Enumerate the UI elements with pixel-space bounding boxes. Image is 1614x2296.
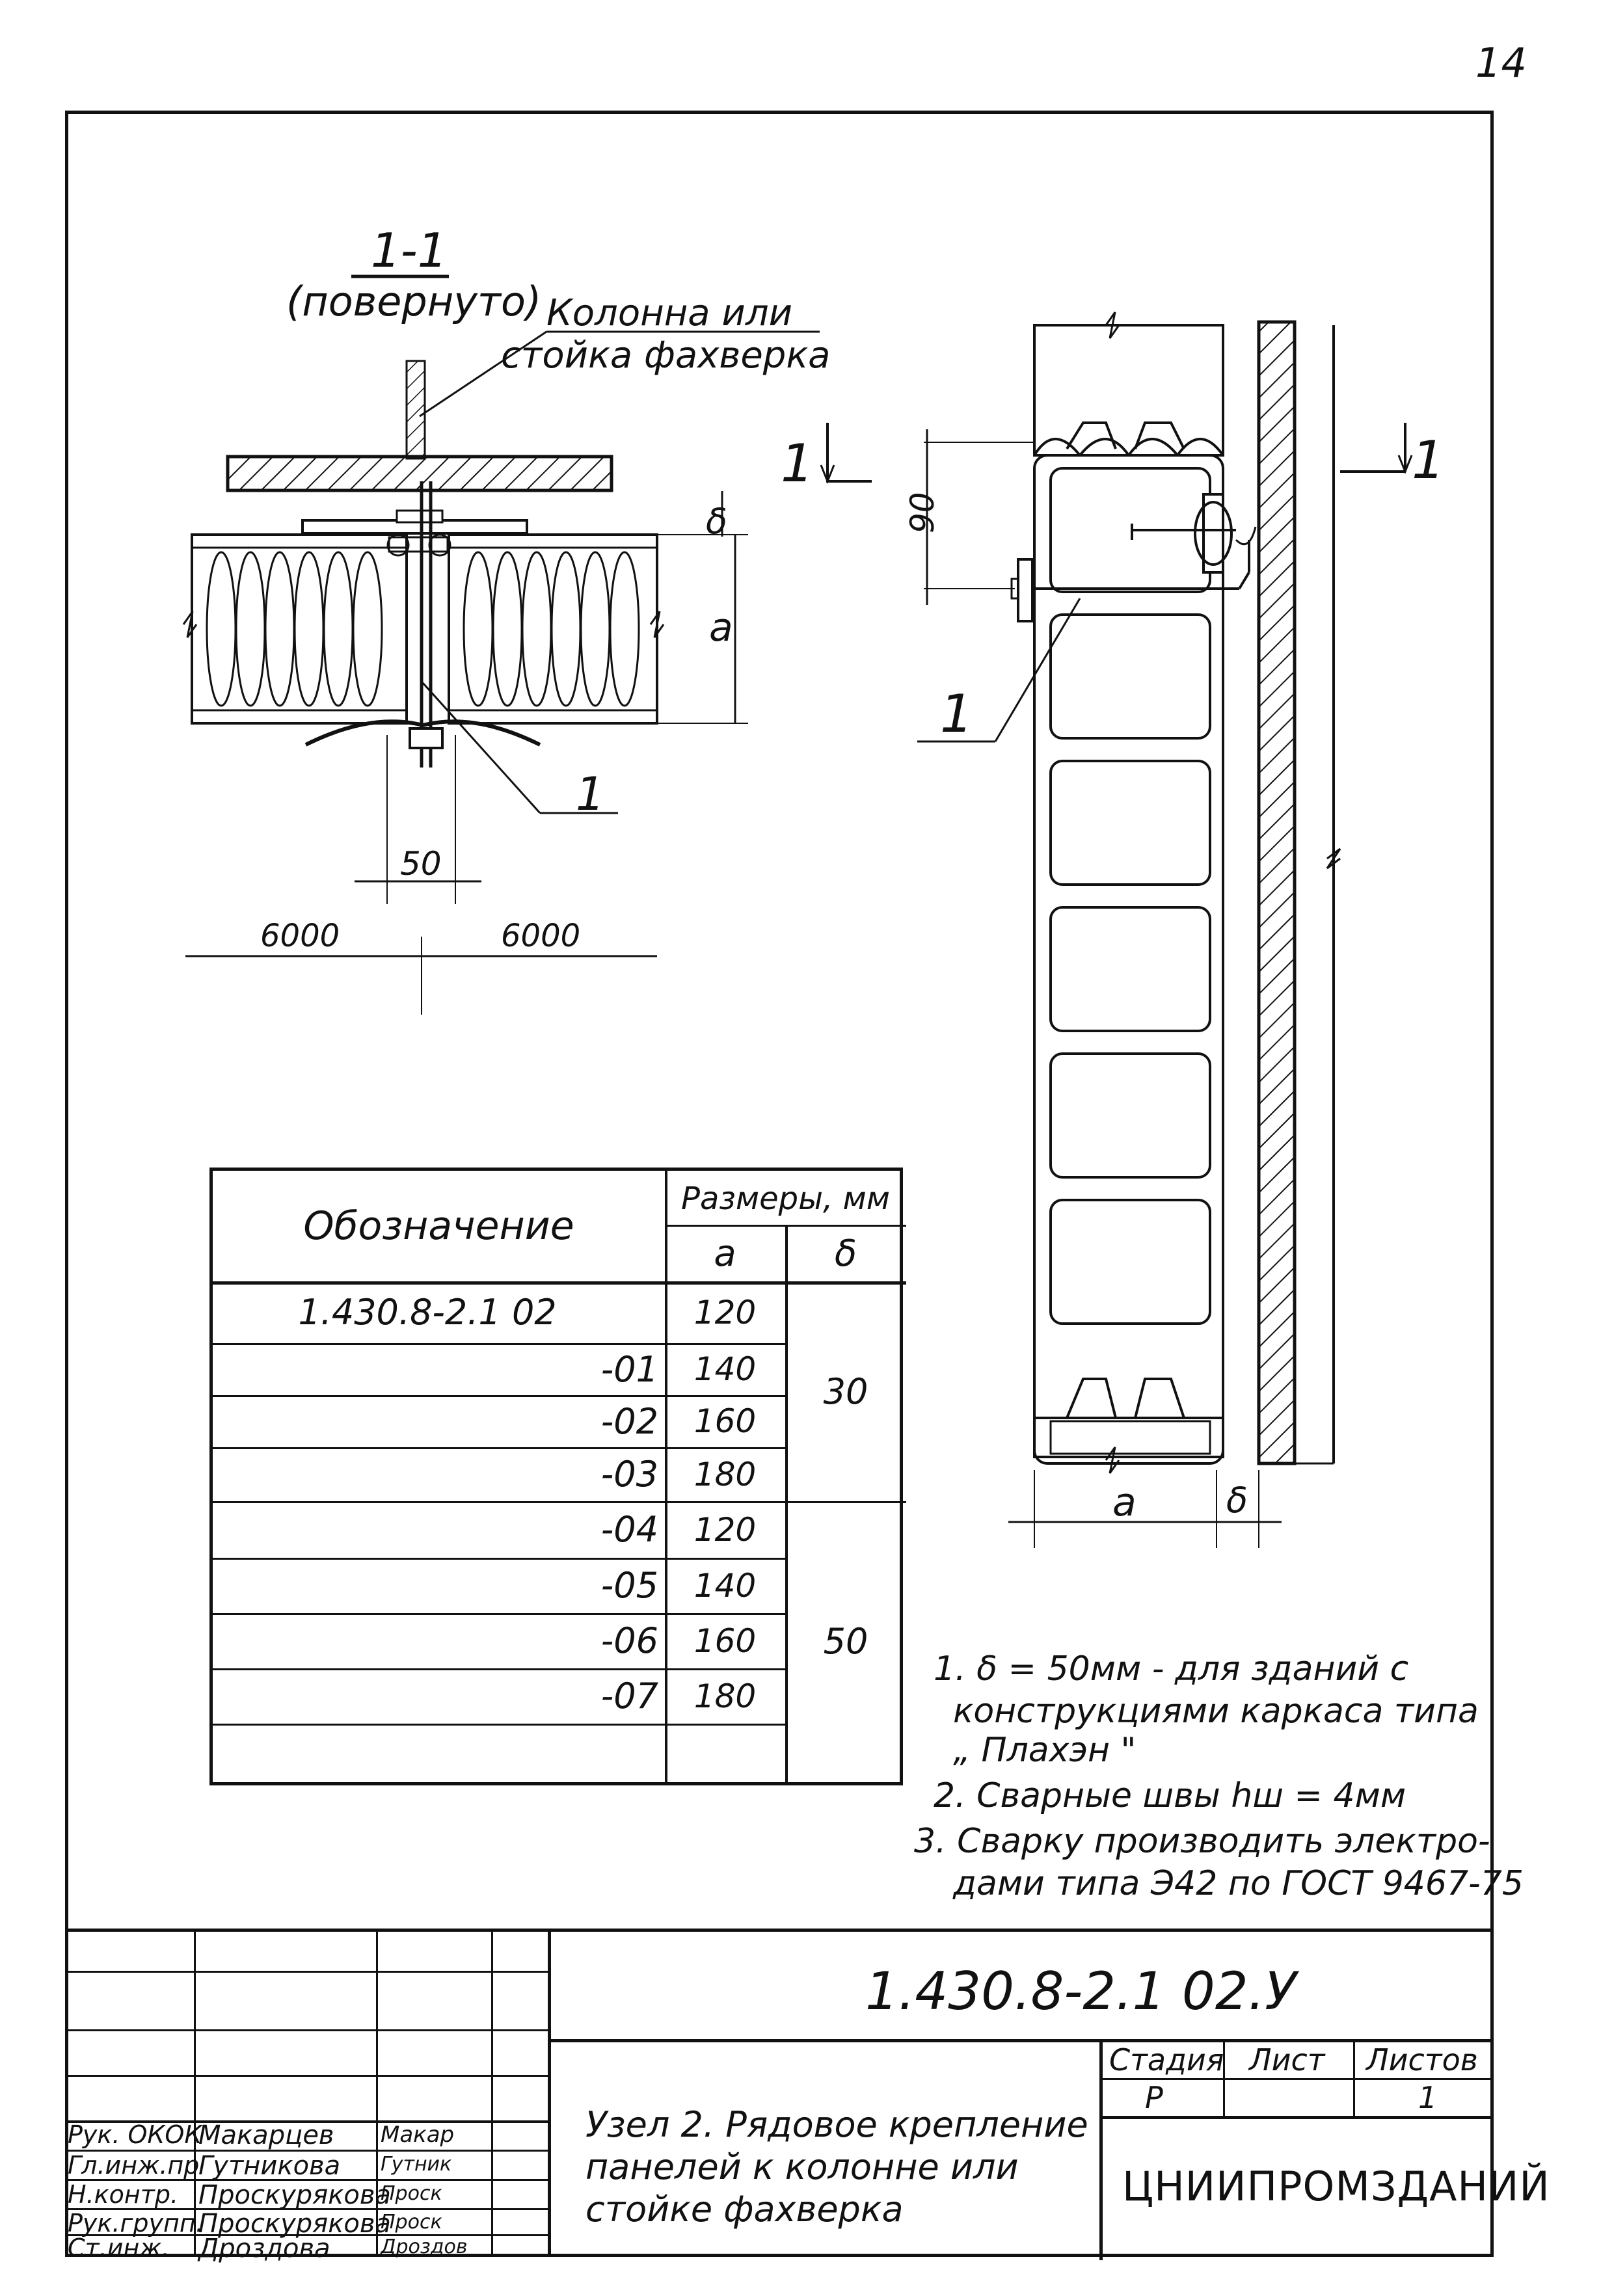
title-block: 1.430.8-2.1 02.У Узел 2. Рядовое креплен… [65, 1929, 1550, 2263]
staff-role: Гл.инж.пр [68, 2151, 200, 2180]
sheet-label: Лист [1249, 2042, 1325, 2077]
organization: ЦНИИПРОМЗДАНИЙ [1122, 2163, 1550, 2210]
sheets-label: Листов [1366, 2042, 1478, 2077]
table-col-a: a [714, 1233, 736, 1275]
column-label-2: стойка фахверка [501, 334, 831, 377]
page-number: 14 [1475, 39, 1527, 87]
table-delta-group-1: 30 [823, 1370, 868, 1412]
sheet-frame [65, 111, 1494, 2257]
staff-role: Н.контр. [68, 2180, 179, 2209]
staff-signature: Дроздов [381, 2236, 468, 2258]
section-title: 1-1 [371, 223, 448, 278]
drawing-title-1: Узел 2. Рядовое крепление [585, 2104, 1088, 2145]
cut-mark-left: 1 [781, 433, 814, 494]
table-row-a: 120 [693, 1293, 757, 1331]
staff-name: Гутникова [198, 2151, 341, 2181]
staff-role: Рук. ОКОК [68, 2120, 202, 2149]
table-row-designation: -03 [600, 1454, 658, 1495]
table-row-a: 180 [693, 1677, 757, 1715]
drawing-title-2: панелей к колонне или [585, 2146, 1019, 2187]
table-row-a: 140 [693, 1350, 757, 1388]
note-line: 3. Сварку производить электро- [914, 1822, 1490, 1861]
note-line: дами типа Э42 по ГОСТ 9467-75 [953, 1864, 1524, 1903]
dimensions-table: Обозначение Размеры, мм a δ 1.430.8-2.1 … [209, 1168, 906, 1785]
staff-name: Проскурякова [198, 2209, 391, 2239]
staff-signature: Проск [381, 2182, 442, 2205]
table-header-designation: Обозначение [303, 1203, 574, 1249]
staff-name: Макарцев [198, 2120, 334, 2150]
elevation-drawing: 90 1 1 a δ [904, 312, 1445, 1548]
table-row-a: 140 [693, 1566, 757, 1605]
column-label-1: Колонна или [546, 292, 792, 334]
stage-label: Стадия [1109, 2042, 1224, 2077]
elevation-dim-90: 90 [904, 492, 941, 533]
document-code: 1.430.8-2.1 02.У [865, 1961, 1297, 2022]
sheets-value: 1 [1418, 2080, 1438, 2115]
table-row-designation: 1.430.8-2.1 02 [298, 1292, 557, 1333]
table-row-a: 180 [693, 1455, 757, 1493]
note-line: конструкциями каркаса типа [953, 1692, 1479, 1731]
section-callout-1: 1 [576, 768, 605, 821]
table-row-designation: -06 [600, 1620, 658, 1661]
staff-signature: Проск [381, 2211, 442, 2234]
cut-mark-right: 1 [1412, 430, 1445, 490]
drawing-title-3: стойке фахверка [585, 2189, 904, 2230]
section-dim-6000-left: 6000 [260, 918, 340, 954]
staff-name: Проскурякова [198, 2180, 391, 2210]
table-row-a: 160 [693, 1402, 757, 1440]
table-row-a: 120 [693, 1510, 757, 1549]
table-row-designation: -01 [600, 1348, 658, 1390]
staff-role: Рук.групп. [68, 2209, 204, 2237]
table-header-sizes: Размеры, мм [681, 1180, 890, 1217]
elevation-dim-delta: δ [1226, 1480, 1248, 1521]
table-row-designation: -07 [600, 1675, 658, 1716]
elevation-callout-1: 1 [940, 684, 973, 744]
table-row-designation: -04 [600, 1509, 658, 1550]
table-row-designation: -05 [600, 1565, 658, 1606]
section-1-1-drawing: 1-1 (повернуто) Колонна или стойка фахве… [182, 223, 872, 1015]
staff-role: Ст.инж. [68, 2234, 170, 2262]
staff-signature: Гутник [381, 2153, 452, 2176]
table-row-designation: -02 [600, 1400, 658, 1442]
stage-value: Р [1145, 2080, 1163, 2115]
table-row-a: 160 [693, 1622, 757, 1660]
note-line: „ Плахэн " [953, 1731, 1137, 1770]
section-subtitle: (повернуто) [286, 278, 541, 325]
table-col-delta: δ [834, 1233, 857, 1275]
staff-name: Дроздова [198, 2234, 330, 2263]
note-line: 1. δ = 50мм - для зданий с [934, 1649, 1409, 1689]
section-dim-a: a [709, 605, 733, 650]
table-delta-group-2: 50 [823, 1620, 868, 1662]
elevation-dim-a: a [1112, 1480, 1137, 1525]
staff-signature: Макар [381, 2122, 455, 2148]
section-dim-6000-right: 6000 [501, 918, 580, 954]
note-line: 2. Сварные швы hш = 4мм [934, 1776, 1406, 1815]
section-dim-50: 50 [400, 845, 442, 883]
